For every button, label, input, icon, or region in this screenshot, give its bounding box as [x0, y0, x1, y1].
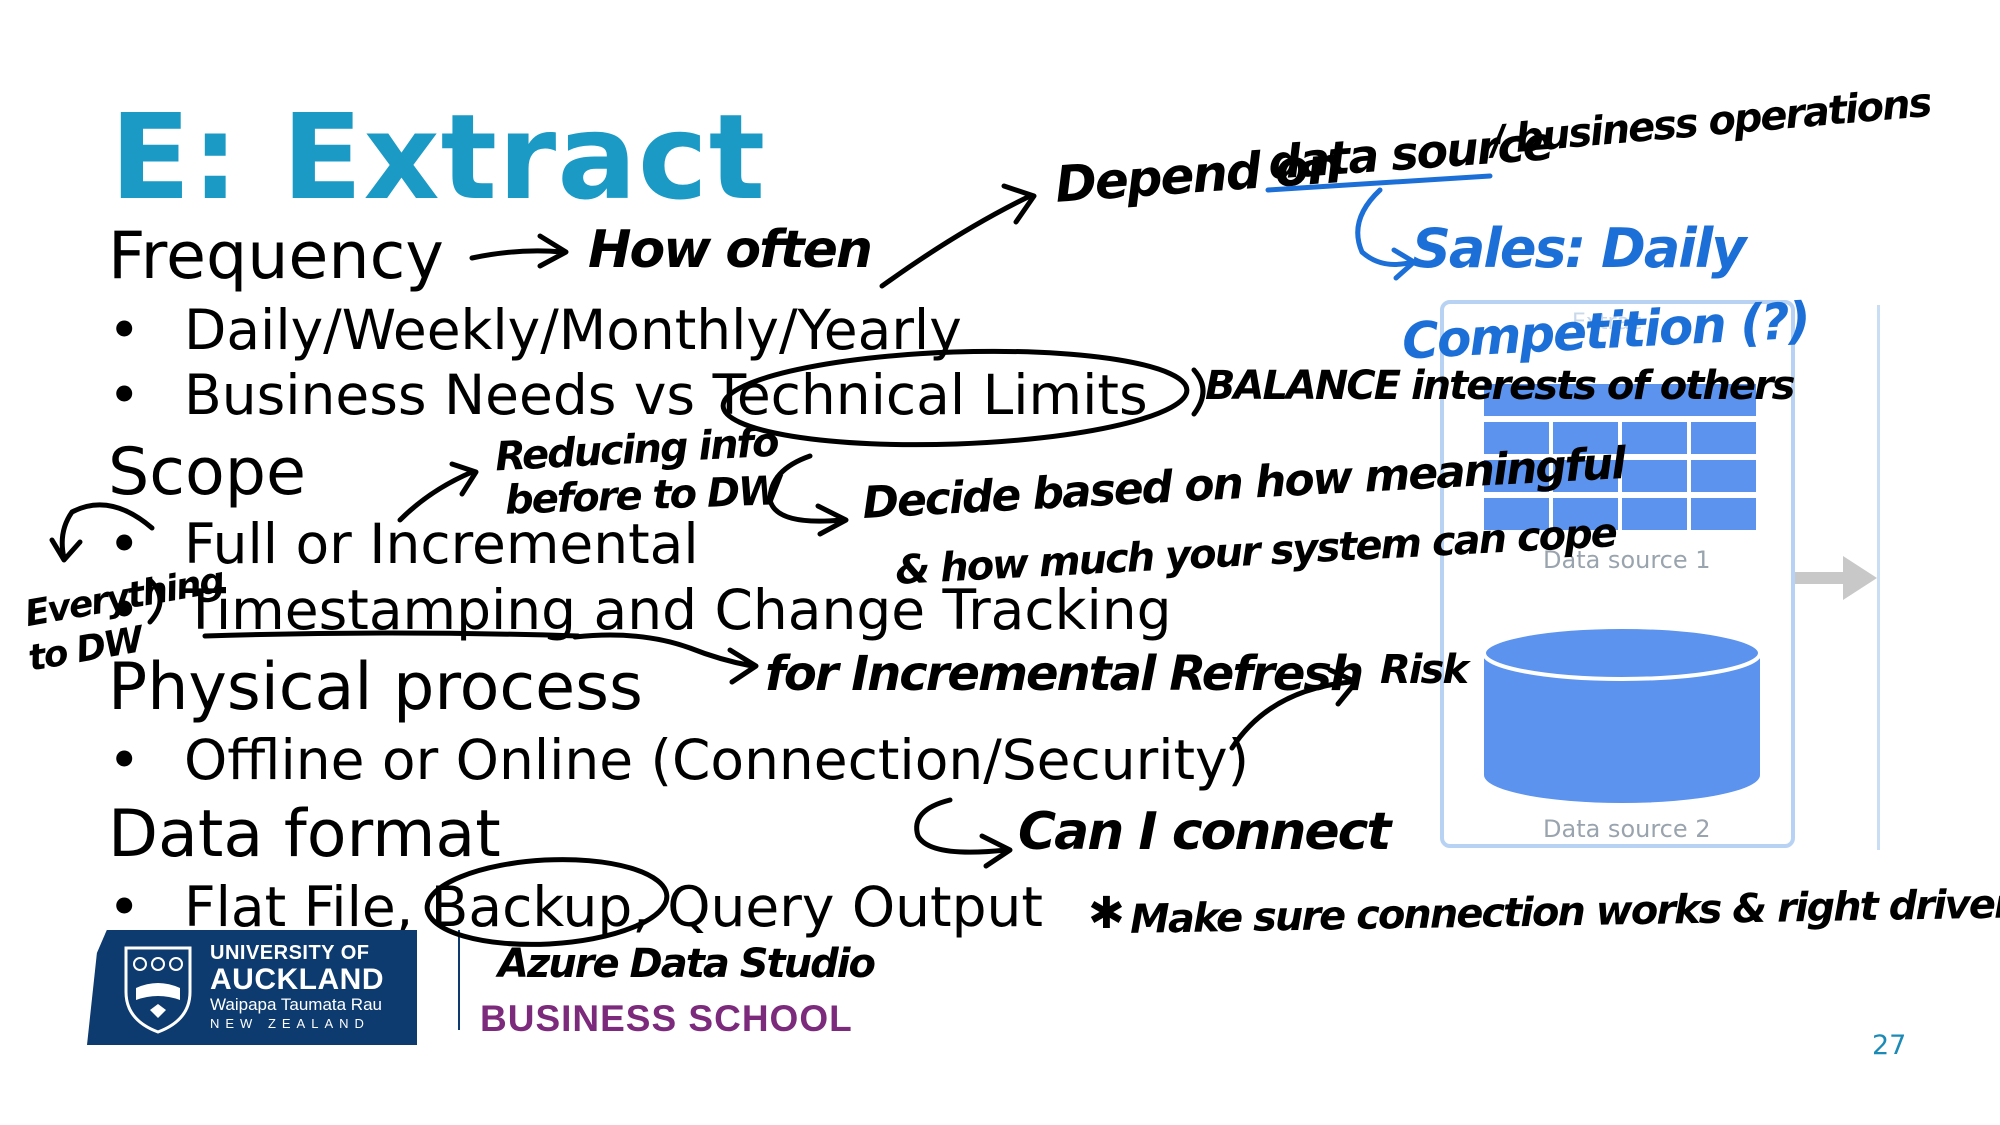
section-heading-scope: Scope: [108, 435, 307, 510]
logo-line-3: Waipapa Taumata Rau: [210, 994, 382, 1014]
annotation-star-icon: ✱: [1088, 888, 1125, 939]
business-school-name: BUSINESS SCHOOL: [480, 998, 853, 1039]
annotation-business-operations: / business operations: [1488, 79, 1933, 165]
arrow-to-depend-on: [879, 183, 1037, 289]
logo-line-1: UNIVERSITY OF: [210, 942, 370, 964]
data-source-1-label: Data source 1: [1543, 546, 1711, 574]
bracket-balance: [1191, 367, 1206, 417]
bullet-symbol: •: [108, 298, 141, 362]
arrow-frequency-to-how-often: [469, 233, 569, 269]
annotation-can-i-connect: Can I connect: [1018, 802, 1391, 862]
flow-arrow-icon: [1795, 556, 1877, 600]
bullet-symbol: •: [108, 875, 141, 939]
bullet-symbol: •: [108, 728, 141, 792]
bullet-text: Offline or Online (Connection/Security): [184, 728, 1250, 792]
annotation-reducing-line2: before to DW: [504, 468, 782, 524]
bullet-text: Timestamping and Change Tracking: [184, 578, 1172, 642]
annotation-how-often: How often: [588, 220, 873, 280]
diagram-edge-divider: [1877, 305, 1880, 850]
bullet-text: Flat File, Backup, Query Output: [184, 875, 1043, 939]
curve-can-i-connect: [914, 797, 1013, 869]
extract-diagram-frame: [1440, 300, 1795, 848]
bullet-text: Daily/Weekly/Monthly/Yearly: [184, 298, 962, 362]
annotation-for-incremental-refresh: for Incremental Refresh: [765, 646, 1364, 702]
bullet-symbol: •: [108, 578, 141, 642]
annotation-azure-data-studio: Azure Data Studio: [498, 941, 876, 987]
slide-title: E: Extract: [110, 88, 767, 226]
annotation-balance: BALANCE interests of others: [1205, 363, 1795, 409]
bullet-symbol: •: [108, 512, 141, 576]
university-logo-text: UNIVERSITY OF AUCKLAND Waipapa Taumata R…: [210, 943, 384, 1031]
data-source-1-table-icon: [1484, 384, 1756, 530]
bullet-frequency-2: •Business Needs vs Technical Limits: [108, 368, 1148, 423]
bullet-scope-1: •Full or Incremental: [108, 517, 699, 572]
annotation-sales-daily: Sales: Daily: [1412, 217, 1746, 280]
curve-decide: [767, 453, 849, 537]
diagram-header-label: Extrac: [1572, 310, 1643, 335]
section-heading-data-format: Data format: [108, 797, 501, 872]
section-heading-physical-process: Physical process: [108, 650, 643, 725]
logo-line-2: AUCKLAND: [210, 963, 384, 996]
logo-divider: [458, 930, 460, 1030]
bullet-frequency-1: •Daily/Weekly/Monthly/Yearly: [108, 303, 962, 358]
bullet-text: Full or Incremental: [184, 512, 699, 576]
arrow-sales-daily: [1355, 187, 1417, 281]
bullet-scope-2: •Timestamping and Change Tracking: [108, 583, 1172, 638]
logo-line-4: NEW ZEALAND: [210, 1016, 370, 1032]
annotation-risk: Risk: [1380, 647, 1469, 693]
annotation-make-sure: Make sure connection works & right drive…: [1129, 881, 2000, 943]
data-source-2-label: Data source 2: [1543, 815, 1711, 843]
bullet-text: Business Needs vs Technical Limits: [184, 363, 1148, 427]
bullet-data-format-1: •Flat File, Backup, Query Output: [108, 880, 1043, 935]
data-source-2-database-icon: [1482, 625, 1762, 803]
page-number: 27: [1872, 1030, 1907, 1061]
bullet-physical-1: •Offline or Online (Connection/Security): [108, 733, 1249, 788]
university-crest-icon: [124, 946, 192, 1034]
bullet-symbol: •: [108, 363, 141, 427]
section-heading-frequency: Frequency: [108, 219, 444, 294]
